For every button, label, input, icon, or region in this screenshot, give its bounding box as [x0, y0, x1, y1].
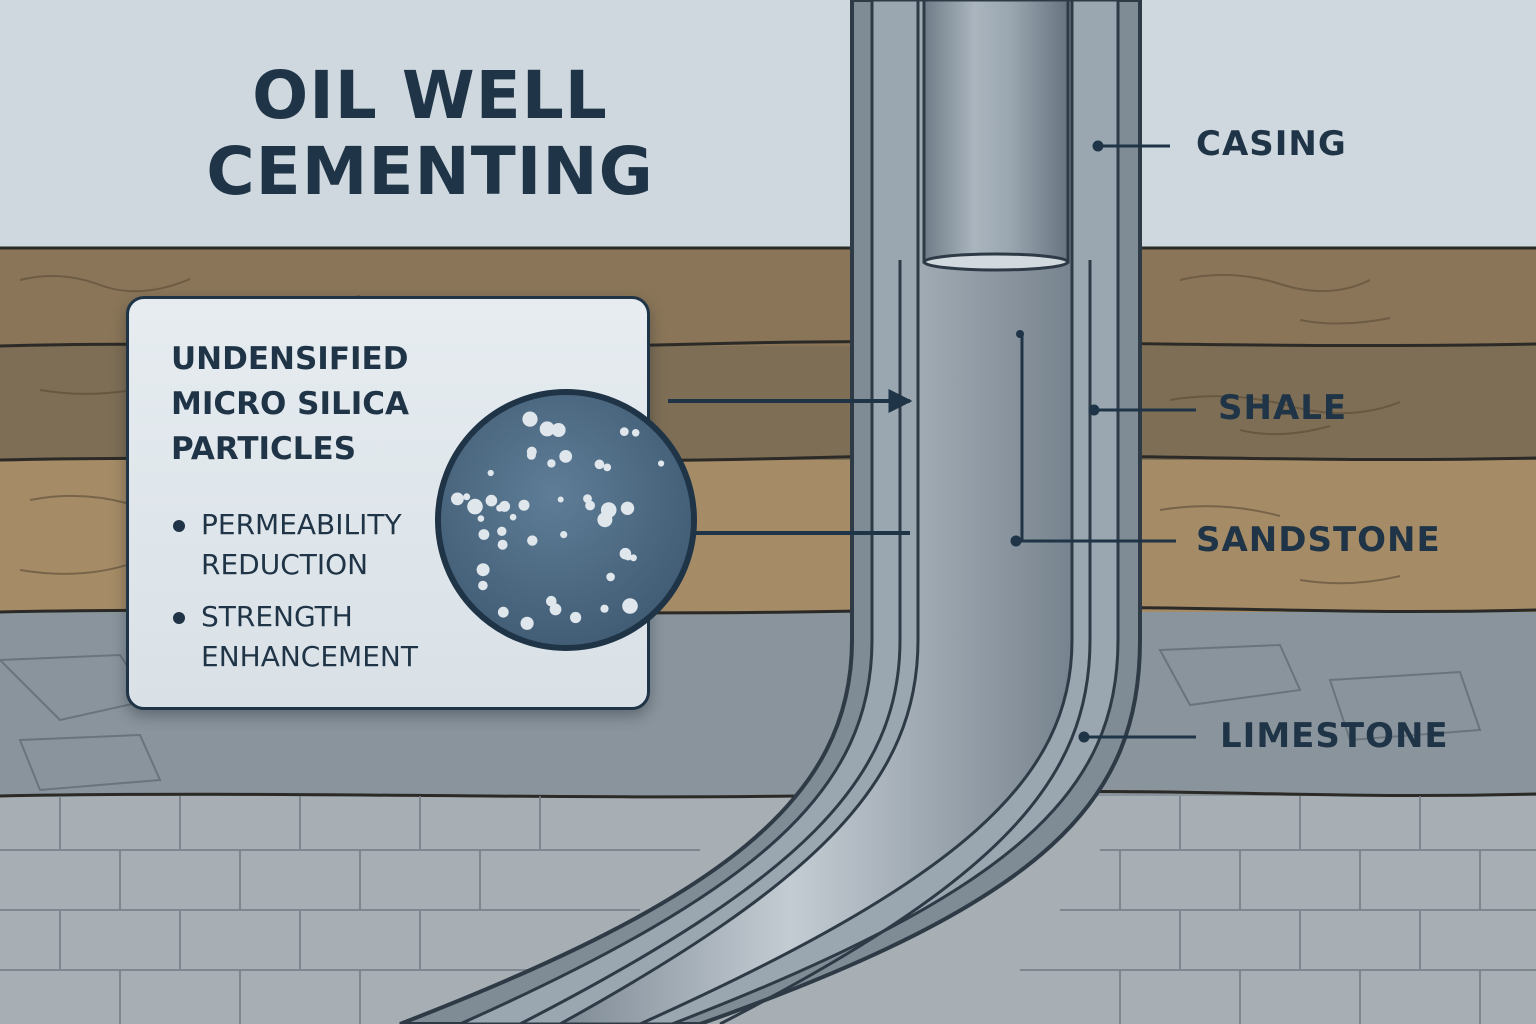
- label-casing: CASING: [1196, 124, 1347, 164]
- bullet-dot-icon: [173, 612, 185, 624]
- silica-particle: [476, 563, 490, 577]
- silica-particle: [509, 513, 517, 521]
- bullet-dot-icon: [173, 520, 185, 532]
- title-line-2: CEMENTING: [206, 133, 654, 210]
- silica-particle: [497, 606, 509, 618]
- silica-particle: [478, 529, 490, 540]
- silica-particle: [478, 580, 488, 591]
- silica-particle: [527, 535, 538, 546]
- silica-particle: [463, 493, 471, 501]
- label-leaders: [1010, 140, 1196, 743]
- silica-particle: [497, 539, 508, 550]
- callout-heading-line: MICRO SILICA: [171, 386, 410, 422]
- silica-particle: [485, 494, 498, 507]
- silica-particle: [594, 459, 605, 470]
- silica-particle: [451, 492, 464, 506]
- silica-particle: [570, 611, 582, 624]
- silica-particle: [619, 427, 629, 436]
- silica-particle: [487, 469, 494, 477]
- silica-particle: [585, 500, 595, 511]
- silica-particle: [497, 526, 507, 536]
- label-shale: SHALE: [1218, 388, 1348, 428]
- silica-particle: [559, 450, 573, 463]
- bullet-text: PERMEABILITY REDUCTION: [201, 505, 471, 585]
- list-item: PERMEABILITY REDUCTION: [171, 505, 471, 585]
- list-item: STRENGTH ENHANCEMENT: [171, 597, 471, 677]
- page-title: OIL WELL CEMENTING: [150, 58, 710, 210]
- bullet-line: PERMEABILITY: [201, 508, 402, 541]
- silica-particle: [551, 423, 566, 437]
- callout-heading-line: PARTICLES: [171, 431, 357, 467]
- silica-particle: [560, 531, 568, 539]
- silica-particle: [539, 421, 555, 437]
- silica-particle: [547, 459, 556, 468]
- silica-particle: [477, 515, 485, 522]
- silica-particle: [658, 460, 665, 467]
- bullet-line: ENHANCEMENT: [201, 640, 418, 673]
- silica-particle: [600, 502, 617, 518]
- sheath-lines: [519, 260, 1092, 1024]
- silica-particle: [518, 499, 530, 511]
- interior-marker-dot-top: [1016, 330, 1024, 338]
- title-line-1: OIL WELL: [252, 57, 608, 134]
- silica-particle: [622, 598, 638, 614]
- sky-band: [0, 0, 1536, 248]
- silica-particle: [606, 572, 615, 582]
- silica-particle: [522, 411, 538, 427]
- callout-heading: UNDENSIFIED MICRO SILICA PARTICLES: [171, 337, 471, 472]
- silica-particle: [620, 501, 635, 515]
- bullet-text: STRENGTH ENHANCEMENT: [201, 597, 471, 677]
- silica-particle: [520, 616, 534, 630]
- silica-particle: [549, 603, 562, 616]
- micro-silica-particles-icon: [435, 389, 697, 651]
- upper-casing-rim: [922, 252, 1070, 272]
- label-sandstone: SANDSTONE: [1196, 520, 1441, 560]
- brick-texture: [0, 796, 1536, 1024]
- callout-heading-line: UNDENSIFIED: [171, 341, 409, 377]
- silica-particle: [631, 429, 640, 437]
- silica-particle: [467, 498, 483, 515]
- upper-casing-tube: [922, 0, 1070, 264]
- silica-particle: [603, 463, 612, 472]
- label-limestone: LIMESTONE: [1220, 716, 1449, 756]
- silica-particle: [619, 547, 632, 560]
- silica-particle: [600, 604, 609, 613]
- silica-particle: [630, 554, 637, 562]
- silica-particle: [526, 450, 536, 460]
- benefit-list: PERMEABILITY REDUCTION STRENGTH ENHANCEM…: [171, 505, 471, 689]
- silica-particle: [557, 496, 564, 503]
- bullet-line: REDUCTION: [201, 548, 369, 581]
- silica-particle: [496, 504, 504, 512]
- bullet-line: STRENGTH: [201, 600, 353, 633]
